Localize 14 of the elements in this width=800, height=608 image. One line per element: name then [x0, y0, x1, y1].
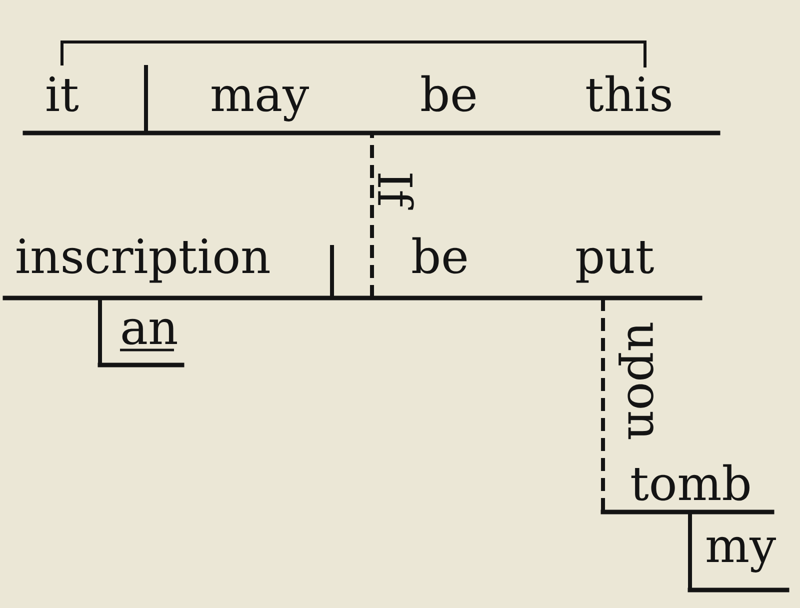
edge-label: upon — [618, 322, 654, 440]
connector-line — [370, 133, 374, 298]
word: my — [706, 536, 776, 572]
word: this — [586, 75, 671, 112]
word: tomb — [631, 464, 750, 501]
word: be — [412, 237, 467, 274]
word: be — [421, 75, 476, 112]
word: an — [122, 318, 177, 345]
word: put — [576, 241, 654, 283]
edge-label: If — [378, 174, 414, 210]
word: inscription — [16, 238, 270, 283]
connector-line — [601, 298, 605, 512]
word: may — [212, 86, 309, 122]
word: it — [46, 76, 79, 112]
